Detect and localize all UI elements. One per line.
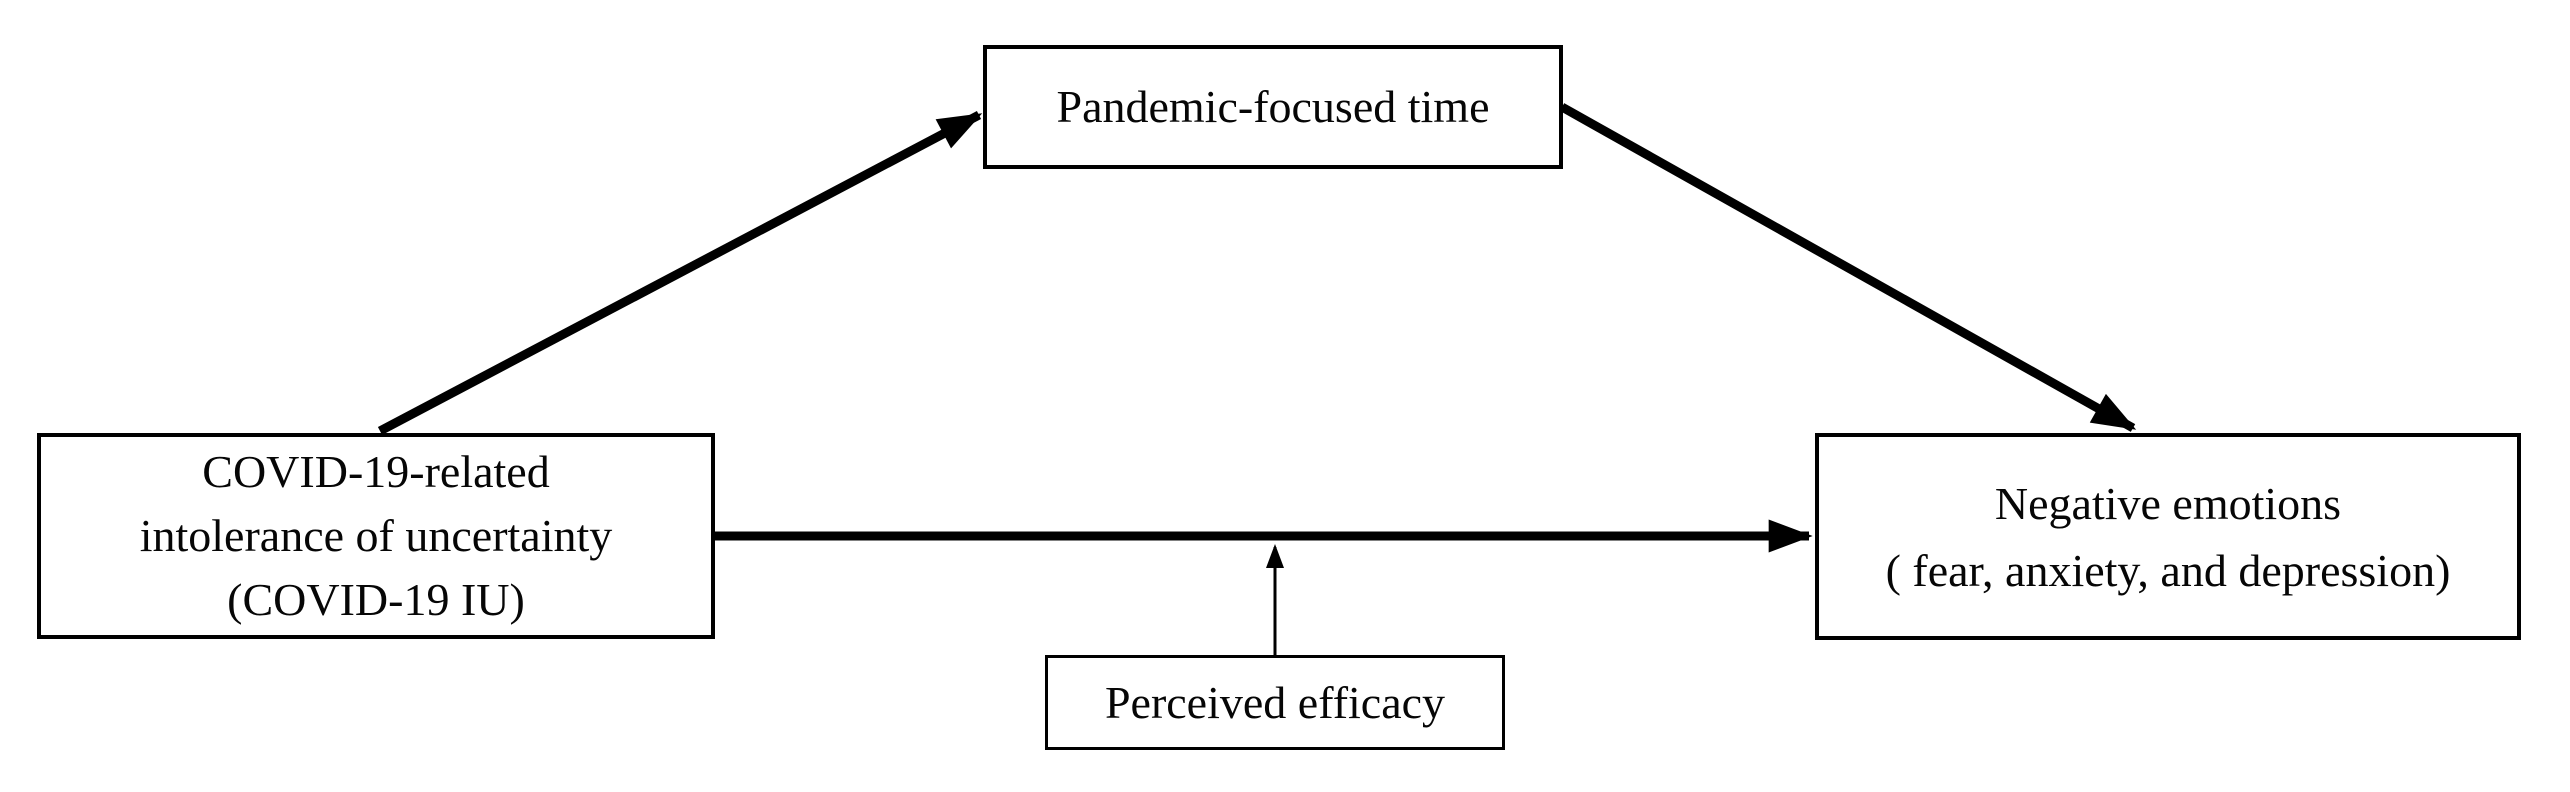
- box-negative-emotions-line-2: ( fear, anxiety, and depression): [1885, 544, 2451, 596]
- box-pandemic-time-label: Pandemic-focused time: [1056, 81, 1490, 132]
- box-negative-emotions: Negative emotions ( fear, anxiety, and d…: [1815, 433, 2521, 640]
- box-covid-iu-line-1: COVID-19-related: [202, 446, 550, 497]
- box-perceived-efficacy: Perceived efficacy: [1045, 655, 1505, 750]
- box-covid-iu-line-3: (COVID-19 IU): [227, 574, 525, 625]
- box-covid-iu-line-2: intolerance of uncertainty: [139, 510, 613, 561]
- box-pandemic-time: Pandemic-focused time: [983, 45, 1563, 169]
- arrow-iu-to-pandemic-time: [377, 111, 983, 435]
- box-perceived-efficacy-label: Perceived efficacy: [1104, 676, 1446, 728]
- box-negative-emotions-line-1: Negative emotions: [1994, 477, 2342, 529]
- arrow-pandemic-time-to-negative-emotions: [1559, 103, 2137, 432]
- box-covid-iu: COVID-19-related intolerance of uncertai…: [37, 433, 715, 639]
